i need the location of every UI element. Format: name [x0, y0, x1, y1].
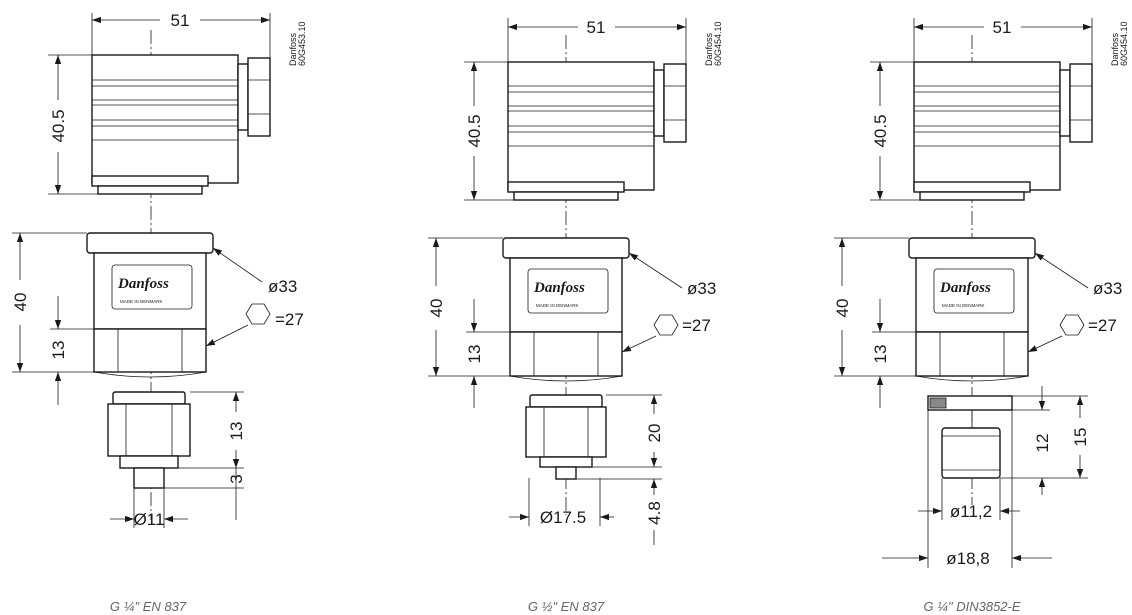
dim-width: 51: [993, 18, 1012, 37]
caption: G ¼" EN 837: [110, 599, 187, 614]
hex-icon: [1059, 314, 1085, 336]
transmitter-body: Danfoss MADE IN DENMARK: [502, 237, 630, 382]
dimensions: 51 40.5 40 13 ø33 =27 13: [11, 11, 304, 529]
dim-conn-length: 13: [227, 422, 246, 441]
dim-conn-diameter: Ø11: [134, 510, 165, 529]
dim-conn-length: 15: [1071, 428, 1090, 447]
dim-plug-height: 40.5: [871, 114, 890, 147]
made-in-label: MADE IN DENMARK: [942, 303, 985, 308]
transmitter-body: Danfoss MADE IN DENMARK: [908, 237, 1036, 382]
drawing-code: Danfoss 60G454.10: [1110, 21, 1129, 66]
dim-body-height: 40: [427, 299, 446, 318]
brand-logo: Danfoss: [939, 280, 991, 296]
pressure-connection: [525, 394, 607, 480]
dim-plug-height: 40.5: [465, 114, 484, 147]
pressure-connection: [927, 395, 1013, 479]
drawing-code: Danfoss 60G454.10: [704, 21, 723, 66]
dim-hex-height: 13: [871, 345, 890, 364]
drawing-code-line2: 60G453.10: [297, 21, 307, 66]
plug-connector: [91, 54, 271, 195]
dim-hex-height: 13: [465, 345, 484, 364]
dim-width: 51: [171, 11, 190, 30]
dim-diameter: ø33: [687, 279, 716, 298]
dim-plug-height: 40.5: [49, 109, 68, 142]
drawing-code-line2: 60G454.10: [713, 21, 723, 66]
dim-conn-step: 3: [227, 474, 246, 483]
dimensions: 51 40.5 40 13 ø33 =27: [833, 18, 1122, 568]
dim-thread-length: 12: [1033, 434, 1052, 453]
dim-conn-step: 4.8: [645, 501, 664, 525]
caption: G ½" EN 837: [528, 599, 605, 614]
brand-logo: Danfoss: [117, 276, 169, 292]
dim-hex-height: 13: [49, 341, 68, 360]
dim-flange-diameter: ø18,8: [946, 549, 989, 568]
dim-conn-diameter: Ø17.5: [540, 508, 586, 527]
drawing-code: Danfoss 60G453.10: [288, 21, 307, 66]
hex-icon: [245, 303, 271, 325]
drawing-g12-en837: Danfoss MADE IN DENMARK 51 40.5: [427, 18, 723, 614]
drawing-code-line2: 60G454.10: [1119, 21, 1129, 66]
brand-logo: Danfoss: [533, 280, 585, 296]
dim-diameter: ø33: [268, 277, 297, 296]
dim-hex: =27: [275, 310, 304, 329]
dim-hex: =27: [682, 316, 711, 335]
made-in-label: MADE IN DENMARK: [536, 303, 579, 308]
pressure-connection: [107, 391, 191, 489]
dim-conn-diameter: ø11,2: [950, 502, 992, 521]
dim-width: 51: [587, 18, 606, 37]
plug-connector: [507, 61, 687, 201]
drawing-g14-din3852e: Danfoss MADE IN DENMARK 51 40.5: [833, 18, 1129, 614]
dim-body-height: 40: [833, 299, 852, 318]
plug-connector: [913, 61, 1093, 201]
made-in-label: MADE IN DENMARK: [120, 299, 163, 304]
transmitter-body: Danfoss MADE IN DENMARK: [86, 232, 214, 378]
dim-conn-length: 20: [645, 424, 664, 443]
dim-body-height: 40: [11, 293, 30, 312]
drawing-g14-en837: Danfoss MADE IN DENMARK 51: [11, 11, 307, 614]
hex-icon: [653, 314, 679, 336]
dim-hex: =27: [1088, 316, 1117, 335]
caption: G ¼" DIN3852-E: [923, 599, 1020, 614]
dim-diameter: ø33: [1093, 279, 1122, 298]
dimensions: 51 40.5 40 13 ø33 =27 20: [427, 18, 716, 545]
